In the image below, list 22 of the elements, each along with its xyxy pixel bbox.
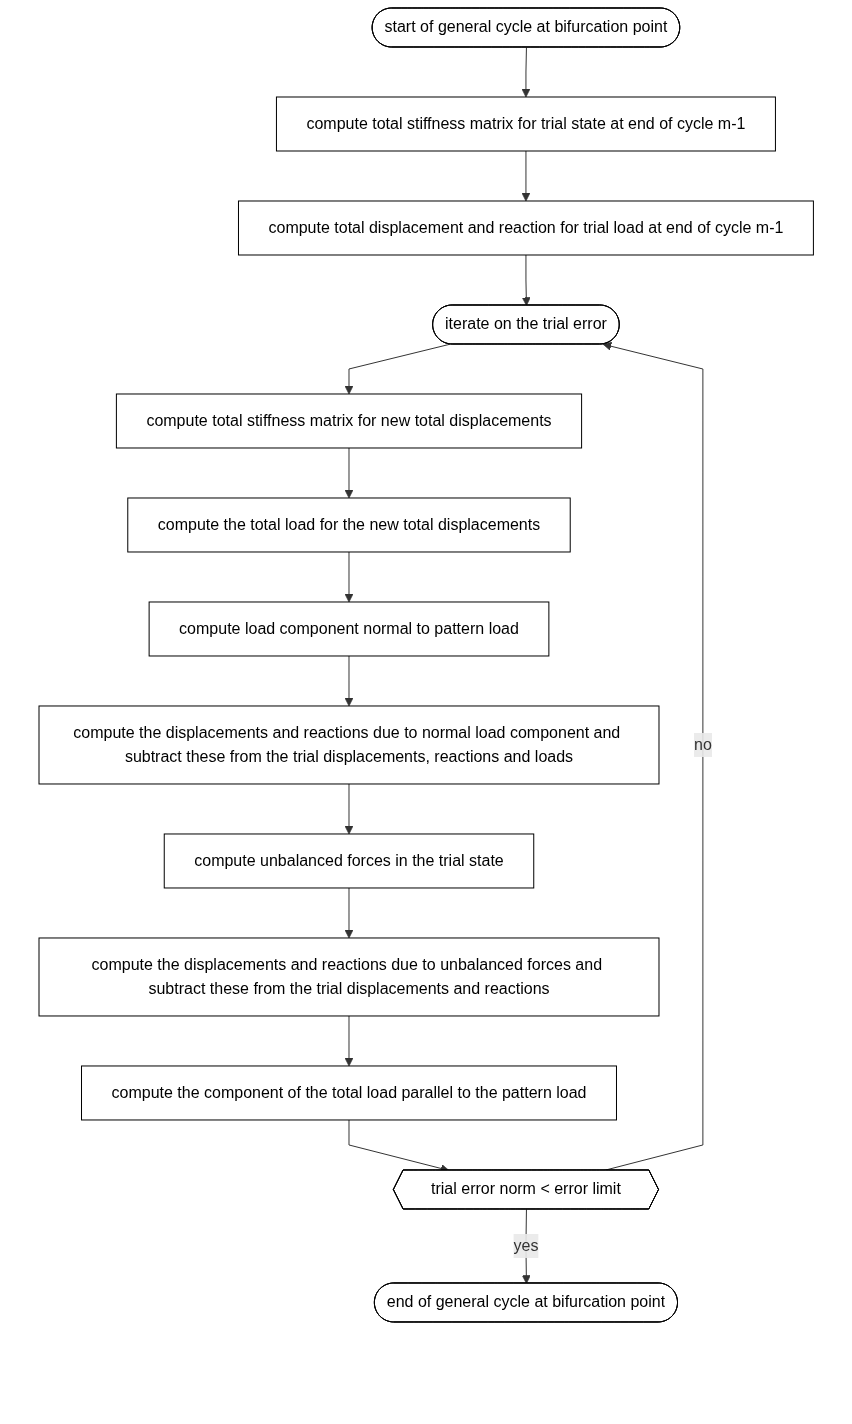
node-box: compute the displacements and reactions due to normal load component and subtract these from the trial displacements, reactions and loads: [38, 705, 660, 785]
arrow: [344, 447, 354, 499]
arrow: [344, 655, 354, 707]
arrow: [344, 343, 451, 395]
edge-label: yes: [513, 1236, 539, 1254]
arrow: [344, 887, 354, 939]
node-box: compute total stiffness matrix for new total displacements: [115, 393, 582, 449]
arrow: [344, 1015, 354, 1067]
node-box: compute the component of the total load parallel to the pattern load: [80, 1065, 617, 1121]
node-box: compute the displacements and reactions due to unbalanced forces and subtract these from the trial displacements and reactions: [38, 937, 660, 1017]
arrow: [521, 254, 531, 306]
node-box: compute the total load for the new total displacements: [127, 497, 571, 553]
node-box: compute unbalanced forces in the trial state: [163, 833, 535, 889]
node-box: compute total stiffness matrix for trial state at end of cycle m-1: [275, 96, 776, 152]
arrow: [521, 47, 531, 98]
edge-label: no: [693, 735, 712, 753]
node-box: compute total displacement and reaction for trial load at end of cycle m-1: [237, 200, 814, 256]
node-box: compute load component normal to pattern load: [148, 601, 550, 657]
arrow: [521, 150, 531, 202]
arrow: [602, 341, 704, 1171]
arrow: [344, 551, 354, 603]
arrow: [344, 783, 354, 835]
